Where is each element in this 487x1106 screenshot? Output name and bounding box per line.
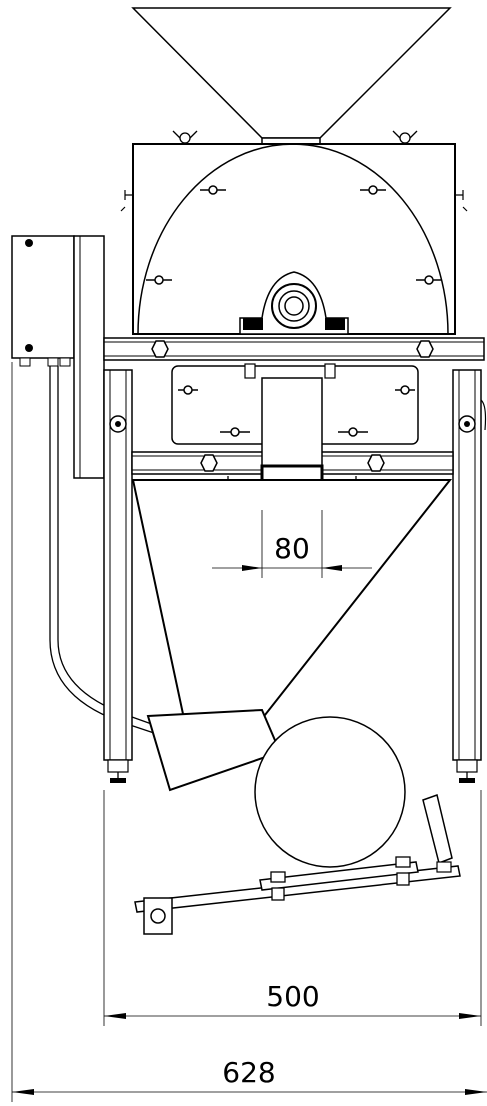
rotor-pins: [146, 185, 442, 285]
dimension-628: 628: [11, 362, 487, 1102]
electrical-box: [11, 235, 105, 479]
wing-nut-left: [172, 130, 198, 144]
motor: [254, 716, 406, 868]
dimension-628-label: 628: [222, 1056, 275, 1089]
motor-mount: [134, 794, 461, 935]
dimension-500-label: 500: [266, 980, 319, 1013]
bearing-block: [239, 271, 349, 335]
feed-hopper: [131, 7, 452, 145]
upper-crossbar: [103, 337, 485, 361]
frame-leg-left: [103, 369, 133, 783]
dimension-500: 500: [103, 790, 482, 1026]
dimension-80: 80: [212, 510, 372, 578]
frame-leg-right: [452, 369, 487, 783]
dimension-80-label: 80: [274, 532, 310, 565]
wing-nut-right: [392, 130, 418, 144]
